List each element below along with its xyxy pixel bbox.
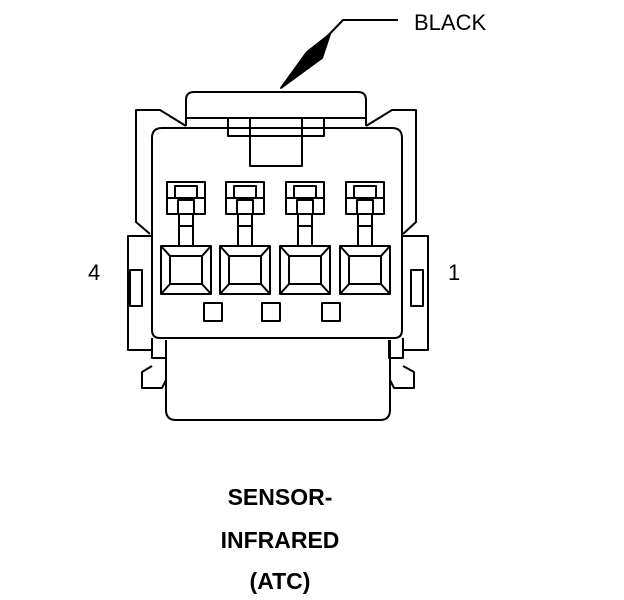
terminal-cavities (160, 181, 391, 295)
pin-number-left: 4 (88, 260, 101, 285)
terminal-cavity (279, 181, 331, 295)
wire-color-label: BLACK (414, 10, 487, 35)
pin-number-right: 1 (448, 260, 461, 285)
connector-housing-outer (127, 109, 429, 359)
terminal-cavity (339, 181, 391, 295)
caption-line-1: SENSOR- (227, 484, 333, 510)
connector-housing-inner (151, 127, 403, 339)
caption-line-2: INFRARED (220, 527, 340, 553)
callout-arrow (280, 19, 398, 89)
terminal-cavity (219, 181, 271, 295)
lower-keys (203, 302, 341, 322)
connector-boot (141, 340, 415, 421)
terminal-cavity (160, 181, 212, 295)
caption-line-3: (ATC) (249, 568, 311, 594)
